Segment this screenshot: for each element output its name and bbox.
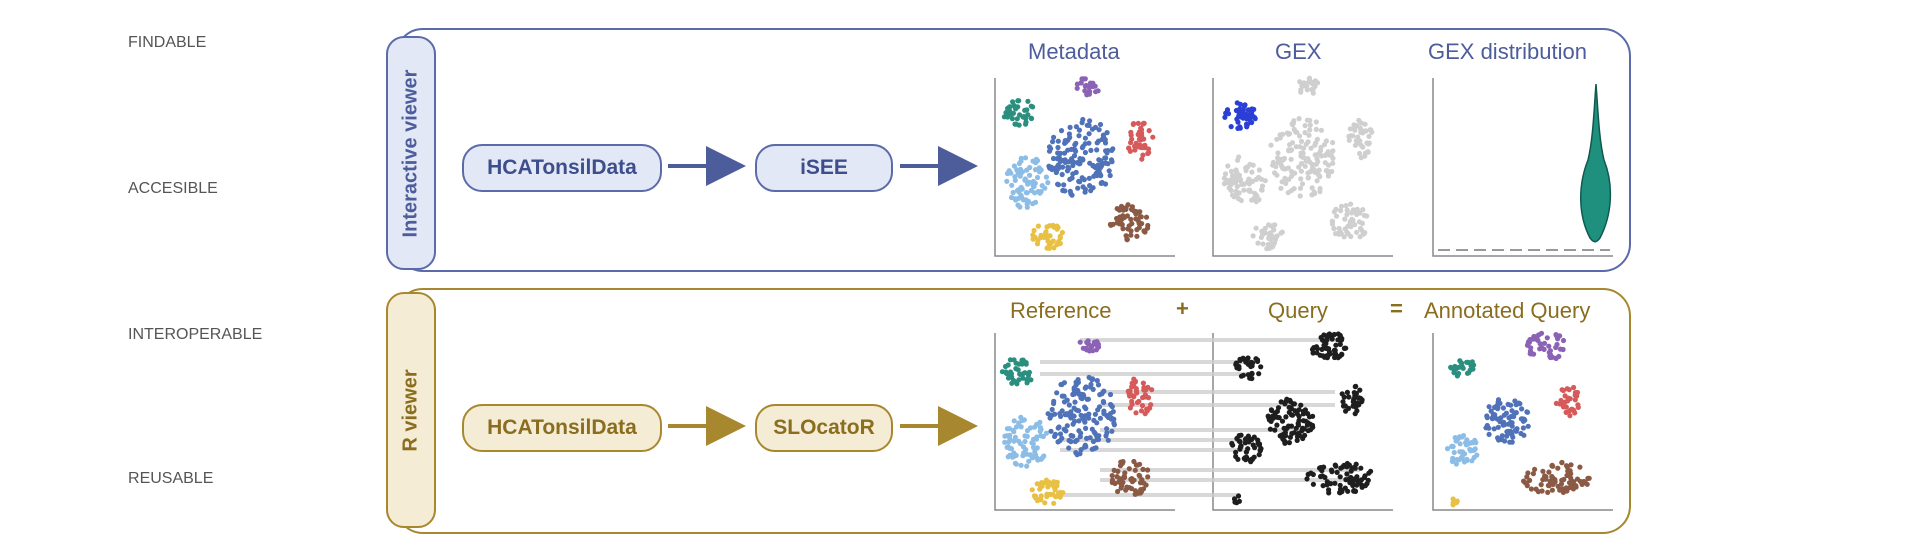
fair-rest-interoperable: NTEROPERABLE	[132, 326, 263, 343]
fair-letter-i: I	[128, 326, 133, 343]
gex-grey-br	[1329, 201, 1370, 240]
fair-accessible: A CCESIBLE	[128, 180, 218, 198]
plus-sign: +	[1176, 296, 1189, 321]
slocator-pill: SLOcatoR	[755, 404, 893, 452]
ref-teal	[999, 357, 1034, 387]
gex-grey-bl	[1250, 222, 1285, 252]
fair-findable: F INDABLE	[128, 34, 206, 52]
gex-grey-mid	[1268, 116, 1336, 199]
fair-letter-r: R	[128, 470, 140, 487]
reference-header: Reference	[1010, 298, 1112, 323]
isee-pill: iSEE	[755, 144, 893, 192]
ann-purple	[1524, 330, 1567, 361]
hcatonsildata-pill-r: HCATonsilData	[462, 404, 662, 452]
query-dot	[1231, 493, 1242, 506]
fair-letter-a: A	[128, 180, 139, 197]
meta-brown	[1107, 202, 1151, 243]
gex-violin	[1580, 83, 1612, 243]
fair-rest-findable: INDABLE	[137, 34, 207, 51]
query-mid	[1265, 396, 1316, 446]
scatter-clusters	[999, 75, 1592, 508]
meta-purple	[1074, 76, 1101, 98]
meta-blue	[1046, 116, 1116, 198]
meta-teal	[1001, 98, 1036, 128]
query-header: Query	[1268, 298, 1328, 323]
ref-yellow	[1029, 477, 1066, 506]
ref-lightblue	[1002, 414, 1049, 469]
metadata-axes	[994, 78, 1175, 257]
fair-rest-accessible: CCESIBLE	[138, 180, 218, 197]
metadata-header: Metadata	[1028, 39, 1120, 64]
hcatonsildata-pill-interactive: HCATonsilData	[462, 144, 662, 192]
gex-axes	[1212, 78, 1393, 257]
ref-red	[1125, 376, 1155, 417]
fair-reusable: R EUSABLE	[128, 470, 213, 488]
ann-lightblue	[1444, 433, 1480, 467]
ann-brown	[1521, 459, 1592, 495]
ann-blue	[1483, 397, 1531, 445]
fair-rest-reusable: EUSABLE	[139, 470, 214, 487]
gex-distribution-header: GEX distribution	[1428, 39, 1587, 64]
reference-axes	[994, 333, 1175, 511]
ann-yellow	[1450, 496, 1460, 508]
query-bl	[1229, 432, 1264, 465]
ann-teal	[1448, 358, 1477, 379]
gex-grey-left	[1221, 154, 1268, 205]
fair-letter-f: F	[128, 34, 138, 51]
query-left	[1233, 355, 1264, 382]
ref-blue	[1045, 374, 1117, 458]
query-top	[1309, 331, 1349, 361]
query-right	[1339, 383, 1365, 417]
annotated-query-header: Annotated Query	[1424, 298, 1591, 323]
equals-sign: =	[1390, 296, 1403, 321]
meta-lightblue	[1004, 155, 1051, 210]
r-viewer-tab: R viewer	[386, 292, 436, 528]
annotated-axes	[1432, 333, 1613, 511]
gex-dark	[1222, 100, 1258, 131]
query-br	[1304, 460, 1374, 496]
meta-red	[1126, 120, 1156, 162]
gex-distribution-axes	[1432, 78, 1613, 257]
ref-purple	[1077, 338, 1102, 354]
meta-yellow	[1030, 222, 1065, 251]
gex-grey-right	[1346, 117, 1375, 161]
gex-grey-top	[1297, 75, 1321, 96]
interactive-viewer-tab: Interactive viewer	[386, 36, 436, 270]
gex-header: GEX	[1275, 39, 1322, 64]
ref-brown	[1109, 458, 1151, 497]
fair-interoperable: I NTEROPERABLE	[128, 326, 262, 344]
ann-red	[1553, 384, 1581, 419]
